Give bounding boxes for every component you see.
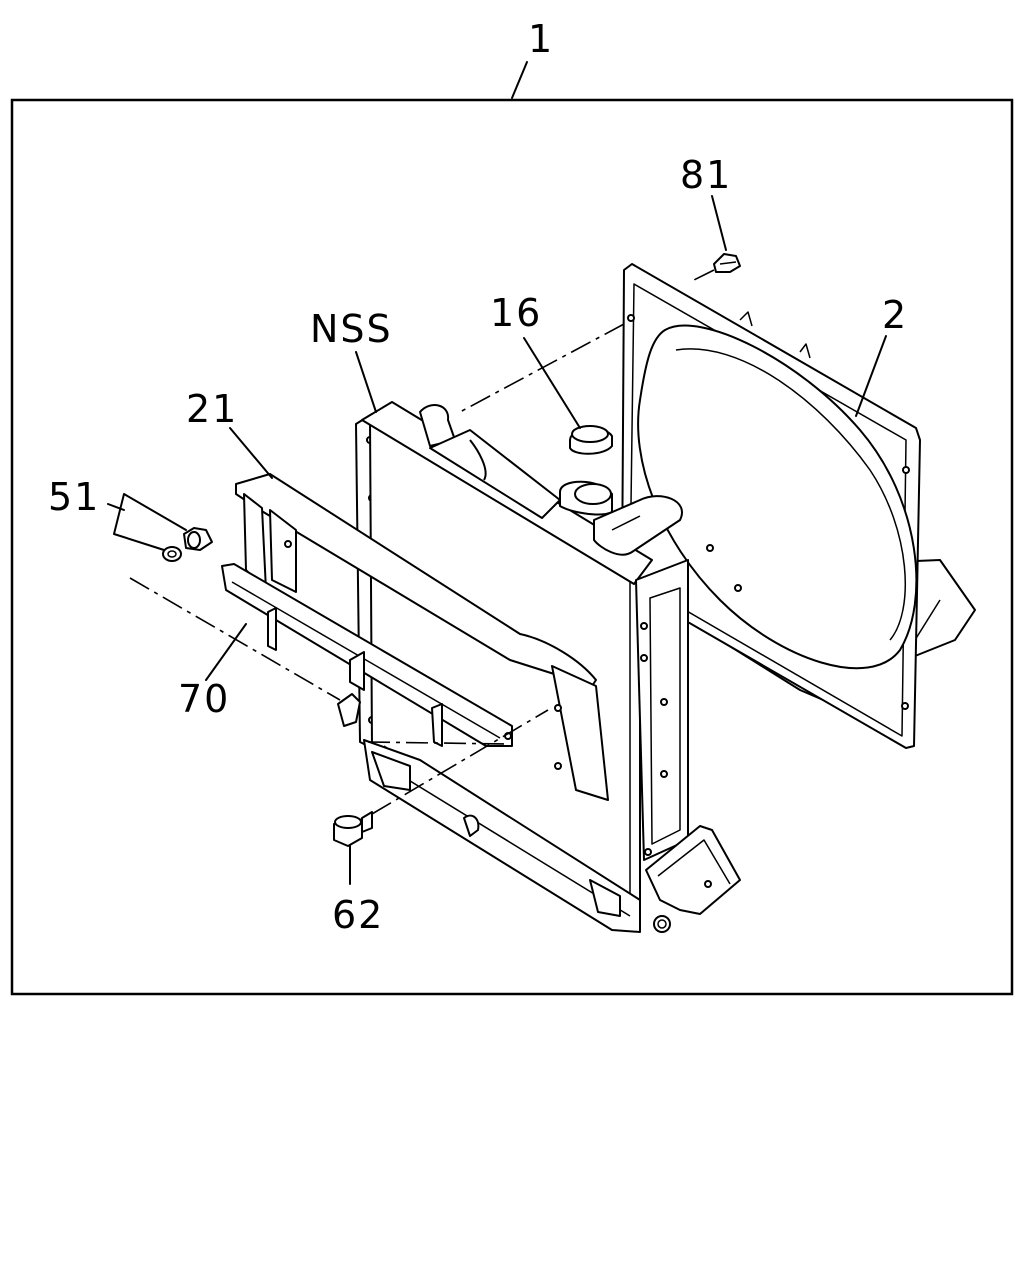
radiator-cap (569, 425, 613, 455)
lower-shroud (235, 473, 609, 801)
leader-lines (107, 61, 887, 885)
clip-81 (713, 253, 741, 273)
lower-bracket (221, 563, 513, 747)
callout-16: 16 (490, 291, 542, 335)
callout-81: 81 (680, 153, 732, 197)
callout-70: 70 (178, 677, 230, 721)
radiator-core (355, 401, 741, 933)
fan-shroud (621, 263, 976, 749)
callout-21: 21 (186, 387, 238, 431)
callout-1: 1 (528, 17, 554, 61)
callout-62: 62 (332, 893, 384, 937)
bolt-62 (333, 811, 373, 847)
callout-51: 51 (48, 475, 100, 519)
callout-nss: NSS (310, 307, 393, 351)
washer-and-bolt-51 (162, 527, 213, 562)
assembly-frame (10, 98, 1014, 996)
callout-2: 2 (882, 293, 908, 337)
